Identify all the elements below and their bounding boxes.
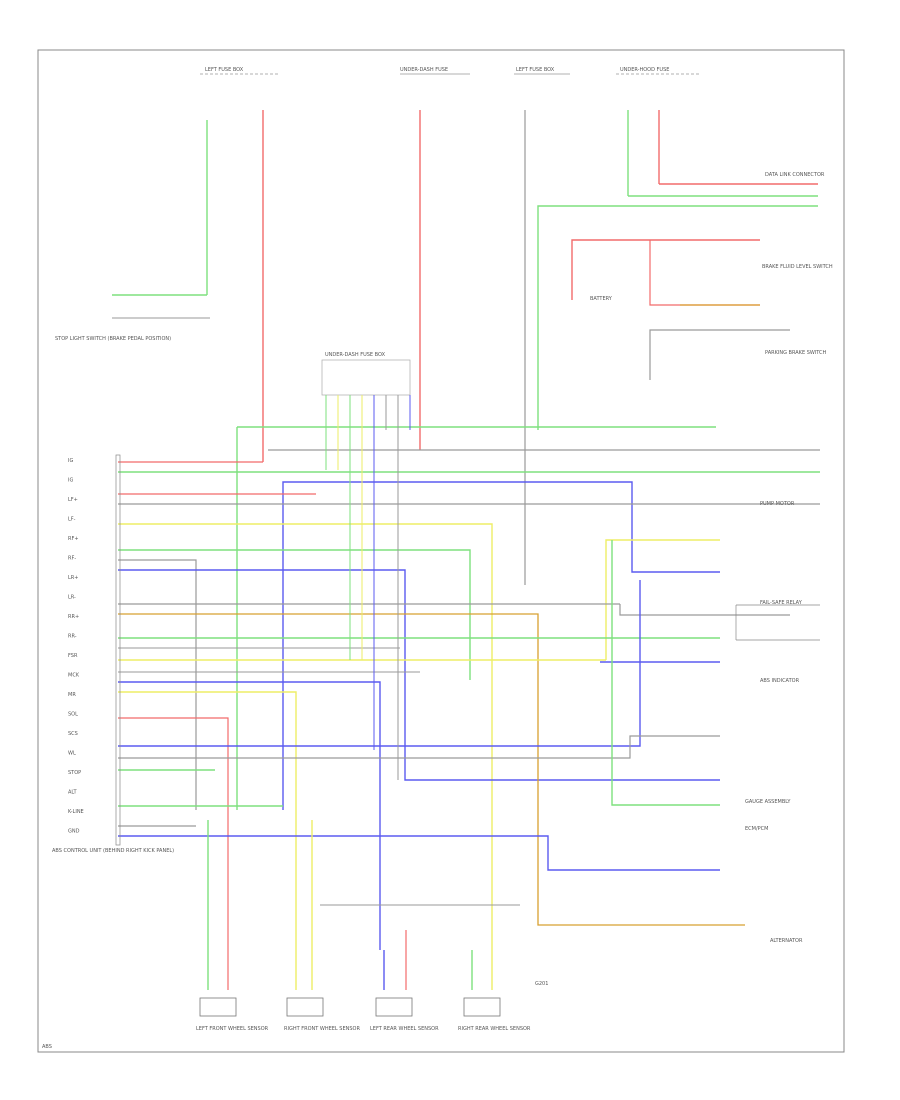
ecm-label: ECM/PCM xyxy=(745,826,768,832)
right-top-wiring: BATTERY xyxy=(537,183,818,430)
module-pin-label: LR+ xyxy=(68,575,78,581)
right-labels: DATA LINK CONNECTOR BRAKE FLUID LEVEL SW… xyxy=(535,172,833,987)
left-switch-label: STOP LIGHT SWITCH (BRAKE PEDAL POSITION) xyxy=(55,336,171,342)
rf-sensor-icon xyxy=(286,997,324,1017)
diagram-frame xyxy=(37,49,845,1053)
junction-block: UNDER-DASH FUSE BOX xyxy=(321,352,411,396)
rf-sensor-label: RIGHT FRONT WHEEL SENSOR xyxy=(284,1026,360,1032)
fuse-label-a: LEFT FUSE BOX xyxy=(205,67,244,73)
fuse-label-c: LEFT FUSE BOX xyxy=(516,67,555,73)
brake-switch-label: BRAKE FLUID LEVEL SWITCH xyxy=(762,264,833,270)
module-pin-label: STOP xyxy=(68,770,81,776)
parking-brake-label: PARKING BRAKE SWITCH xyxy=(765,350,827,356)
sensor-leads xyxy=(207,820,520,990)
rr-sensor-icon xyxy=(463,997,501,1017)
top-fuse-headers: LEFT FUSE BOX UNDER-DASH FUSE LEFT FUSE … xyxy=(200,67,700,75)
connector-label: DATA LINK CONNECTOR xyxy=(765,172,825,178)
lr-sensor-label: LEFT REAR WHEEL SENSOR xyxy=(370,1026,439,1032)
alternator-label: ALTERNATOR xyxy=(770,938,803,944)
module-pin-label: SOL xyxy=(68,712,78,718)
module-pin-label: IG xyxy=(68,478,73,484)
module-pin-label: ALT xyxy=(68,790,78,796)
module-pin-label: GND xyxy=(68,829,80,835)
wheel-sensors: LEFT FRONT WHEEL SENSOR RIGHT FRONT WHEE… xyxy=(196,997,531,1032)
pump-motor-label: PUMP MOTOR xyxy=(760,501,795,507)
module-pin-label: RR- xyxy=(68,634,77,640)
lf-sensor-icon xyxy=(199,997,237,1017)
junction-drops xyxy=(325,395,411,780)
relay-label: FAIL-SAFE RELAY xyxy=(760,600,803,606)
module-pin-label: RF+ xyxy=(68,536,79,542)
control-module: ABS CONTROL UNIT (BEHIND RIGHT KICK PANE… xyxy=(52,454,174,854)
lf-sensor-label: LEFT FRONT WHEEL SENSOR xyxy=(196,1026,269,1032)
module-pin-label: FSR xyxy=(68,653,78,659)
harness-lines xyxy=(118,426,820,950)
module-pin-label: WL xyxy=(68,751,76,757)
module-label: ABS CONTROL UNIT (BEHIND RIGHT KICK PANE… xyxy=(52,848,174,854)
footer-label: ABS xyxy=(42,1044,52,1050)
module-pin-label: MCK xyxy=(68,673,80,679)
fuse-label-d: UNDER-HOOD FUSE xyxy=(620,67,669,73)
bat-label: BATTERY xyxy=(590,296,613,302)
module-pin-label: RF- xyxy=(68,556,76,562)
left-switch-wiring: STOP LIGHT SWITCH (BRAKE PEDAL POSITION) xyxy=(55,294,210,342)
junction-label: UNDER-DASH FUSE BOX xyxy=(325,352,386,358)
gauge-label: GAUGE ASSEMBLY xyxy=(745,799,791,805)
module-pin-label: RR+ xyxy=(68,614,79,620)
module-pin-label: MR xyxy=(68,692,76,698)
rr-sensor-label: RIGHT REAR WHEEL SENSOR xyxy=(458,1026,531,1032)
module-pin-label: LF- xyxy=(68,517,76,523)
module-pin-label: IG xyxy=(68,458,73,464)
abs-light-label: ABS INDICATOR xyxy=(760,678,800,684)
module-pin-label: SCS xyxy=(68,731,78,737)
power-feeds xyxy=(206,110,660,585)
ground-label: G201 xyxy=(535,981,548,987)
module-pin-label: LR- xyxy=(68,595,76,601)
fuse-label-b: UNDER-DASH FUSE xyxy=(400,67,448,73)
module-pin-label: K-LINE xyxy=(68,809,84,815)
module-pin-label: LF+ xyxy=(68,497,78,503)
lr-sensor-icon xyxy=(375,997,413,1017)
